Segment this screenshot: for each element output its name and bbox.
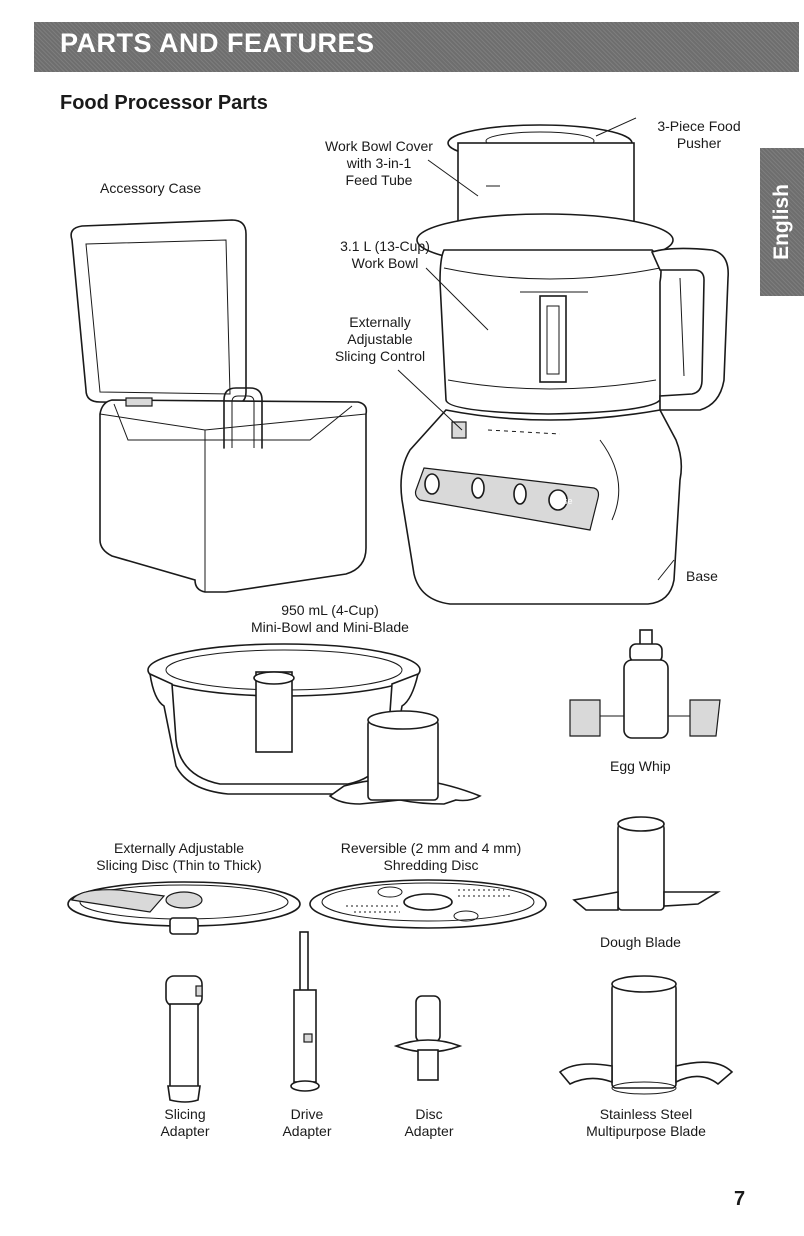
label-mini-bowl: 950 mL (4-Cup) Mini-Bowl and Mini-Blade [251,602,409,635]
slicing-adapter-illustration [165,975,203,1103]
label-disc-adapter: Disc Adapter [404,1106,454,1139]
label-food-pusher: 3-Piece Food Pusher [657,118,741,151]
multipurpose-blade-illustration [558,975,734,1095]
label-accessory-case: Accessory Case [100,180,202,196]
slicing-disc-illustration [67,881,301,935]
accessory-case-illustration [70,219,368,593]
label-dough-blade: Dough Blade [600,934,681,950]
language-tab [760,148,804,296]
disc-adapter-illustration [393,995,463,1081]
shredding-disc-illustration [309,879,547,929]
dough-blade-illustration [572,816,721,911]
callout-lines [397,117,675,581]
food-processor-illustration [400,124,729,605]
control-button-1: I [475,482,479,494]
label-slicing-adapter: Slicing Adapter [160,1106,210,1139]
label-work-bowl-cover: Work Bowl Cover with 3-in-1 Feed Tube [325,138,433,188]
banner-title: PARTS AND FEATURES [60,28,375,58]
control-button-pulse: Pulse [550,496,573,506]
page-number: 7 [734,1188,746,1210]
label-slicing-control: Externally Adjustable Slicing Control [334,314,426,364]
control-button-off: O [429,478,438,490]
egg-whip-illustration [569,629,721,739]
label-work-bowl: 3.1 L (13-Cup) Work Bowl [340,238,430,271]
label-slicing-disc: Externally Adjustable Slicing Disc (Thin… [96,840,262,873]
control-button-2: 2 [516,488,523,500]
drive-adapter-illustration [290,931,320,1092]
section-banner [34,22,799,72]
label-shredding-disc: Reversible (2 mm and 4 mm) Shredding Dis… [340,840,522,873]
label-base: Base [686,568,718,584]
mini-bowl-illustration [147,643,482,805]
label-egg-whip: Egg Whip [610,758,671,774]
label-multipurpose-blade: Stainless Steel Multipurpose Blade [586,1106,706,1139]
label-drive-adapter: Drive Adapter [282,1106,332,1139]
section-title: Food Processor Parts [60,92,268,114]
